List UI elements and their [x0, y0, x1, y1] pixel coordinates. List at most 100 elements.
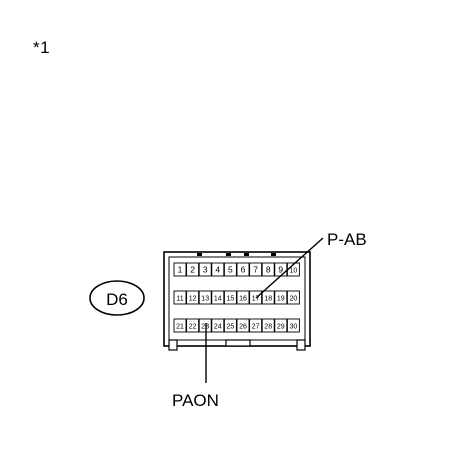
pin-21: 21 — [173, 318, 187, 333]
housing-foot-right — [296, 339, 306, 351]
pin-number: 20 — [290, 296, 298, 303]
pin-number: 2 — [190, 265, 195, 275]
pin-cell — [249, 262, 263, 277]
pin-number: 11 — [176, 296, 183, 303]
pin-19: 19 — [274, 290, 288, 305]
pin-cell — [198, 262, 212, 277]
pin-number: 18 — [264, 296, 272, 303]
housing-notch — [271, 253, 276, 256]
pin-number: 3 — [203, 265, 208, 275]
pin-number: 16 — [239, 296, 247, 303]
pin-cell — [173, 318, 187, 333]
pin-cell — [261, 290, 275, 305]
pin-number: 30 — [290, 324, 298, 331]
pin-number: 27 — [252, 324, 260, 331]
pin-number: 15 — [227, 296, 235, 303]
pin-6: 6 — [236, 262, 250, 277]
pin-number: 24 — [214, 324, 222, 331]
pin-number: 26 — [239, 324, 247, 331]
connector-id-badge: D6 — [89, 280, 145, 316]
pin-13: 13 — [198, 290, 212, 305]
locking-tab — [225, 339, 251, 347]
pin-cell — [211, 318, 225, 333]
callout-paon: PAON — [172, 323, 219, 410]
connector-id-text: D6 — [106, 290, 128, 309]
pin-number: 25 — [227, 324, 235, 331]
pin-cell — [236, 262, 250, 277]
pin-cell — [249, 318, 263, 333]
pin-cell — [286, 290, 300, 305]
note-label: *1 — [33, 38, 51, 57]
callout-p-ab: P-AB — [255, 230, 367, 299]
housing-notch — [197, 253, 202, 256]
pin-16: 16 — [236, 290, 250, 305]
pin-cell — [186, 318, 200, 333]
housing-notch — [244, 253, 249, 256]
pin-number: 1 — [178, 265, 183, 275]
pin-23: 23 — [198, 318, 212, 333]
pin-3: 3 — [198, 262, 212, 277]
p-ab-label: P-AB — [327, 230, 367, 249]
pin-cell — [223, 318, 237, 333]
pin-number: 9 — [278, 265, 283, 275]
pin-cell — [236, 290, 250, 305]
pin-12: 12 — [186, 290, 200, 305]
pin-4: 4 — [211, 262, 225, 277]
pin-22: 22 — [186, 318, 200, 333]
pin-number: 4 — [215, 265, 220, 275]
p-ab-leader-line — [255, 237, 324, 299]
pin-cell — [236, 318, 250, 333]
pin-cell — [274, 290, 288, 305]
pin-number: 13 — [201, 296, 209, 303]
pin-30: 30 — [286, 318, 300, 333]
pin-number: 28 — [264, 324, 272, 331]
pin-1: 1 — [173, 262, 187, 277]
pin-number: 19 — [277, 296, 285, 303]
pin-cell — [211, 290, 225, 305]
pin-number: 10 — [290, 268, 298, 275]
pin-number: 5 — [228, 265, 233, 275]
pin-9: 9 — [274, 262, 288, 277]
pin-cell — [173, 290, 187, 305]
pin-number: 8 — [266, 265, 271, 275]
pin-number: 23 — [201, 324, 209, 331]
pin-18: 18 — [261, 290, 275, 305]
pin-cell — [186, 262, 200, 277]
connector-id-oval — [89, 280, 145, 316]
pin-5: 5 — [223, 262, 237, 277]
pin-number: 6 — [241, 265, 246, 275]
pin-number: 14 — [214, 296, 222, 303]
pin-15: 15 — [223, 290, 237, 305]
pin-2: 2 — [186, 262, 200, 277]
pin-number: 22 — [189, 324, 197, 331]
pin-cell — [198, 290, 212, 305]
pin-29: 29 — [274, 318, 288, 333]
pin-20: 20 — [286, 290, 300, 305]
pin-number: 29 — [277, 324, 285, 331]
pin-number: 21 — [176, 324, 184, 331]
pin-24: 24 — [211, 318, 225, 333]
pin-cell — [186, 290, 200, 305]
pin-number: 12 — [189, 296, 197, 303]
pin-number: 7 — [253, 265, 258, 275]
pin-8: 8 — [261, 262, 275, 277]
pin-cell — [274, 318, 288, 333]
pin-25: 25 — [223, 318, 237, 333]
pin-26: 26 — [236, 318, 250, 333]
paon-label: PAON — [172, 391, 219, 410]
pin-11: 11 — [173, 290, 187, 305]
pin-number: 17 — [252, 296, 260, 303]
pin-cell — [198, 318, 212, 333]
pin-cell — [261, 262, 275, 277]
housing-foot-left — [168, 339, 178, 351]
pin-cell — [173, 262, 187, 277]
pin-7: 7 — [249, 262, 263, 277]
pin-27: 27 — [249, 318, 263, 333]
pin-28: 28 — [261, 318, 275, 333]
pin-cell — [261, 318, 275, 333]
housing-notch — [226, 253, 231, 256]
pin-cell — [223, 262, 237, 277]
